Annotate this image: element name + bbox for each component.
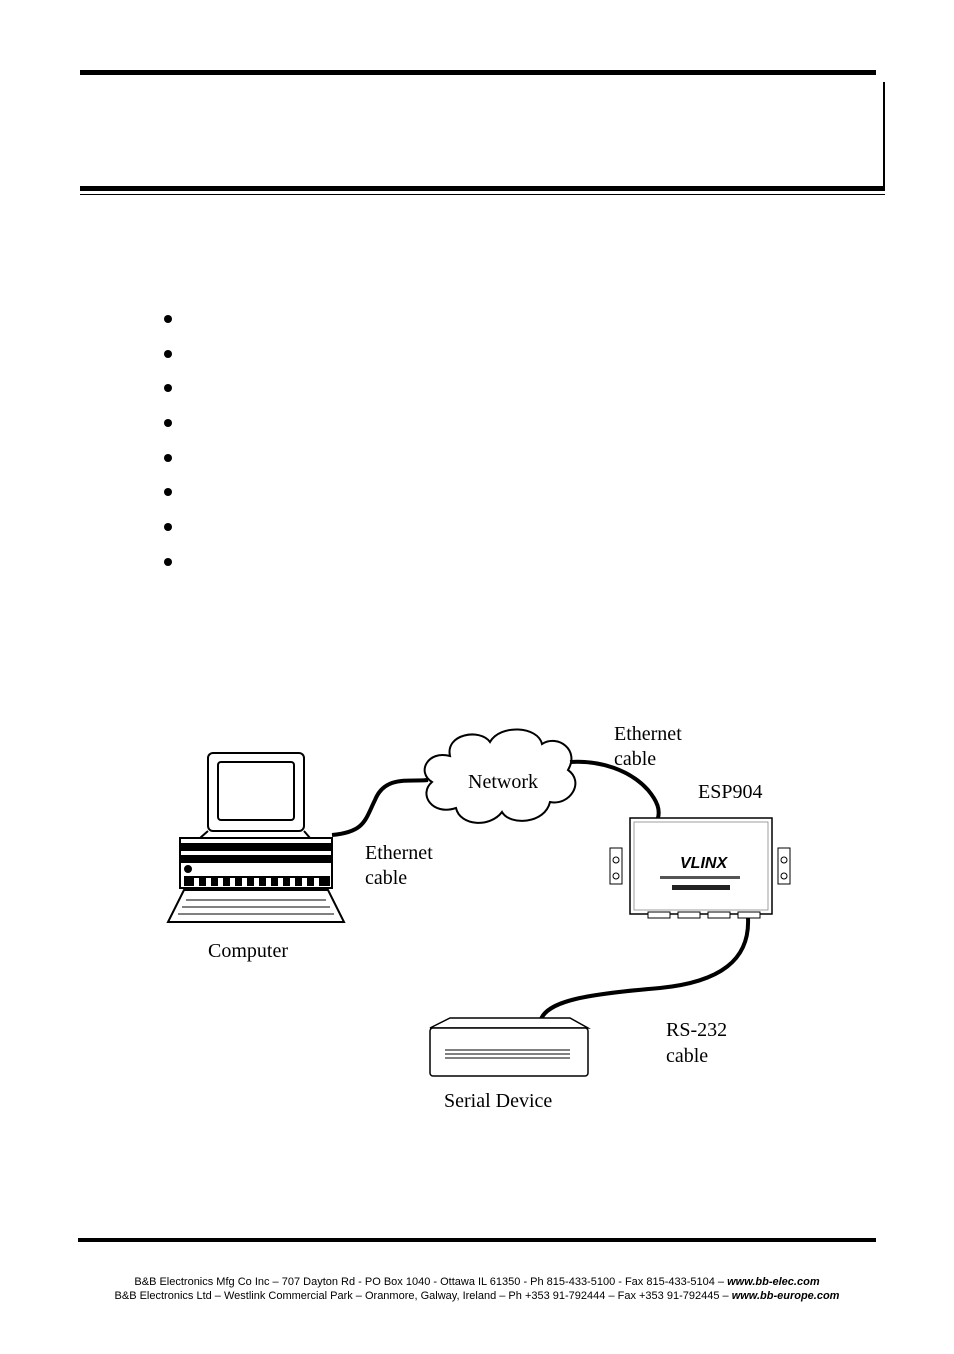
computer-icon [166,752,346,923]
bullet-point [164,488,172,496]
serial-device-icon [429,1017,591,1077]
footer-rule [78,1238,876,1242]
bullet-point [164,558,172,566]
ethernet-cable-top-line1: Ethernet [614,723,682,745]
computer-label: Computer [208,940,288,962]
bullet-point [164,315,172,323]
bullet-point [164,454,172,462]
footer-link-eu[interactable]: www.bb-europe.com [731,1290,840,1302]
footer-line-2: B&B Electronics Ltd – Westlink Commercia… [0,1289,954,1303]
network-label: Network [468,771,538,793]
header-bottom-rule [80,186,885,191]
bullet-point [164,384,172,392]
rs232-cable-line2: cable [666,1045,708,1067]
ethernet-cable-left-line2: cable [365,867,407,889]
ethernet-cable-left-line1: Ethernet [365,842,433,864]
bullet-point [164,523,172,531]
bullet-point [164,419,172,427]
vlinx-logo: VLINX [680,855,728,872]
header-right-rule [883,82,885,190]
header-top-rule [80,70,876,75]
header-bottom-thin-rule [80,194,885,195]
footer-line-1: B&B Electronics Mfg Co Inc – 707 Dayton … [0,1275,954,1289]
network-cloud-icon [423,728,577,824]
esp904-device-icon: VLINX [609,817,791,919]
network-diagram: Network Ethernet cable ESP904 VLINX Ethe… [166,723,791,1112]
bullet-point [164,350,172,358]
footer-address-us: B&B Electronics Mfg Co Inc – 707 Dayton … [134,1276,728,1288]
esp904-label: ESP904 [698,781,762,803]
footer-address-eu: B&B Electronics Ltd – Westlink Commercia… [114,1290,732,1302]
rs232-cable-line1: RS-232 [666,1019,727,1041]
ethernet-cable-top-line2: cable [614,748,656,770]
footer-link-us[interactable]: www.bb-elec.com [727,1276,820,1288]
serial-device-label: Serial Device [444,1090,552,1112]
